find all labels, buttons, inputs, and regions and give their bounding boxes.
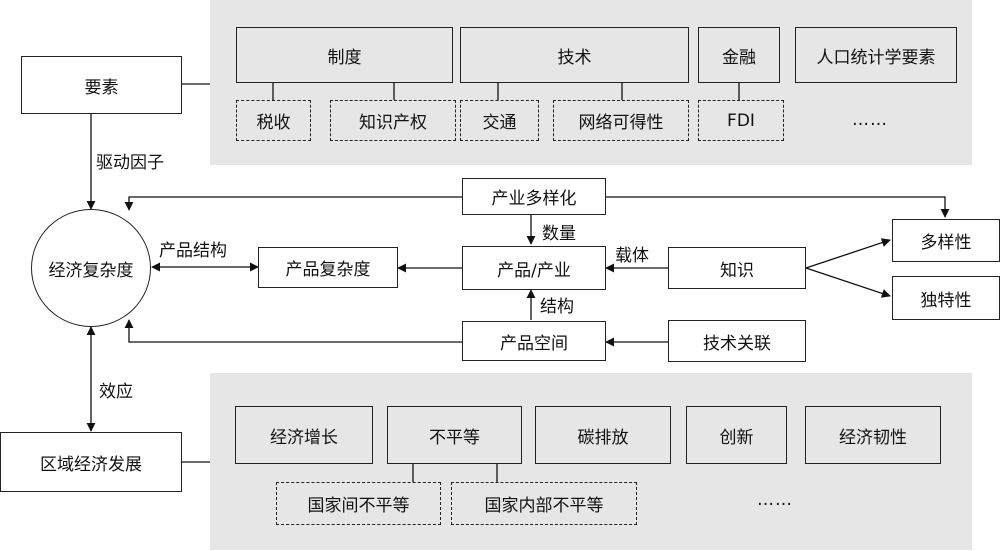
item-inequality: 不平等 — [387, 406, 522, 464]
economic-complexity-node: 经济复杂度 — [31, 209, 151, 327]
arrow-diversification-to-complexity — [124, 196, 462, 211]
sub-fdi: FDI — [698, 100, 784, 141]
item-resilience: 经济韧性 — [805, 406, 941, 464]
product-industry-box: 产品/产业 — [462, 246, 606, 290]
uniqueness-box: 独特性 — [892, 276, 1000, 320]
label-product-structure: 产品结构 — [159, 241, 227, 261]
sub-network: 网络可得性 — [553, 100, 689, 141]
group-institution: 制度 — [236, 27, 453, 83]
label-effect: 效应 — [99, 382, 133, 402]
arrow-knowledge-to-diversity — [805, 238, 891, 269]
tech-link-box: 技术关联 — [668, 320, 806, 362]
item-carbon: 碳排放 — [535, 406, 671, 464]
item-innovation: 创新 — [686, 406, 787, 464]
sub-inequality-between: 国家间不平等 — [276, 482, 441, 525]
driver-box: 要素 — [21, 56, 182, 114]
label-driving-factor: 驱动因子 — [96, 153, 164, 173]
sub-ip: 知识产权 — [330, 100, 456, 141]
item-growth: 经济增长 — [235, 406, 373, 464]
bottom-more: …… — [757, 490, 793, 510]
arrow-space-to-complexity — [124, 319, 462, 343]
label-carrier: 载体 — [615, 246, 649, 266]
knowledge-box: 知识 — [668, 247, 806, 289]
sub-transport: 交通 — [460, 100, 539, 141]
arrow-knowledge-to-uniqueness — [805, 267, 891, 298]
group-technology: 技术 — [460, 27, 689, 83]
label-quantity: 数量 — [542, 224, 576, 244]
diversification-box: 产业多样化 — [462, 178, 606, 215]
arrow-diversification-to-diversity — [606, 196, 950, 218]
sub-inequality-within: 国家内部不平等 — [451, 482, 637, 525]
sub-tax: 税收 — [236, 100, 311, 141]
label-structure: 结构 — [540, 297, 574, 317]
product-space-box: 产品空间 — [462, 321, 606, 361]
diversity-box: 多样性 — [892, 219, 1000, 262]
top-more: …… — [852, 110, 888, 130]
group-demographics: 人口统计学要素 — [795, 27, 957, 83]
group-finance: 金融 — [698, 27, 780, 83]
product-complexity-box: 产品复杂度 — [258, 247, 398, 288]
regional-development-box: 区域经济发展 — [0, 432, 182, 492]
